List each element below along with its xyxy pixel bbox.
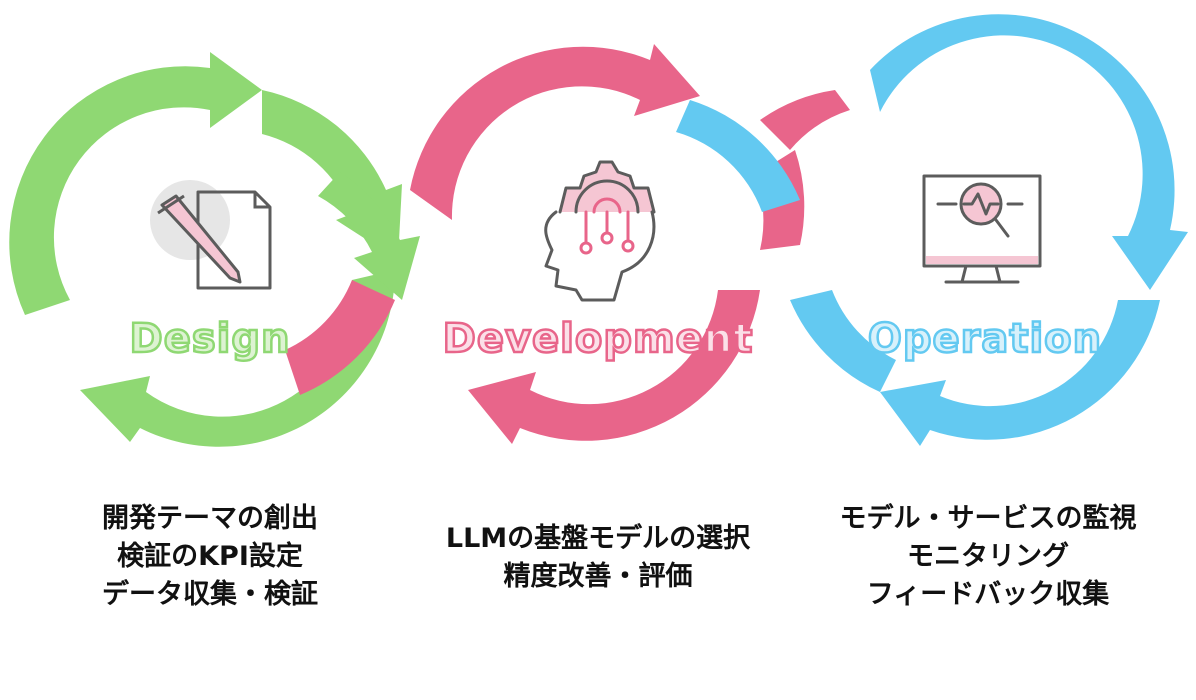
head-with-gear-icon (544, 160, 656, 302)
design-description-line: データ収集・検証 (102, 579, 318, 610)
operation-description-line: フィードバック収集 (866, 579, 1110, 610)
operation-title: Operation (868, 316, 1102, 362)
design-description: 開発テーマの創出 検証のKPI設定 データ収集・検証 (10, 500, 410, 614)
development-cycle-arrows (285, 44, 805, 444)
operation-description: モデル・サービスの監視 モニタリング フィードバック収集 (788, 500, 1188, 614)
development-cycle-front (760, 90, 850, 150)
operation-cycle-arrows (676, 14, 1188, 446)
monitor-with-magnifier-icon (922, 174, 1042, 284)
development-description-line: LLMの基盤モデルの選択 (445, 523, 751, 554)
development-title: Development (443, 316, 754, 362)
design-cycle-front (318, 172, 420, 300)
design-description-line: 開発テーマの創出 (102, 503, 318, 534)
design-title: Design (130, 316, 291, 362)
lifecycle-diagram: Design Development Operation (9, 14, 1188, 447)
design-description-line: 検証のKPI設定 (117, 541, 303, 572)
development-description: LLMの基盤モデルの選択 精度改善・評価 (398, 520, 798, 596)
development-description-line: 精度改善・評価 (503, 561, 693, 592)
operation-description-line: モニタリング (907, 541, 1069, 572)
pen-and-document-icon (150, 180, 272, 290)
operation-description-line: モデル・サービスの監視 (839, 503, 1137, 534)
